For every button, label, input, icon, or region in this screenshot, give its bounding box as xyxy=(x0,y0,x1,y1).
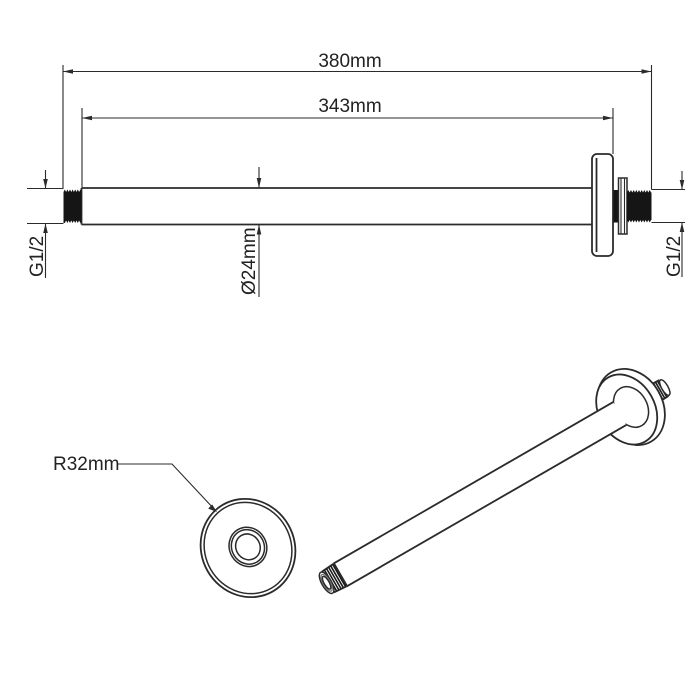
callout-flange-radius: R32mm xyxy=(53,454,217,512)
flange-radius-label: R32mm xyxy=(53,454,120,475)
pipe-diameter-label: Ø24mm xyxy=(239,227,260,295)
dimension-overall-length: 380mm xyxy=(62,51,653,190)
dimension-pipe-diameter: Ø24mm xyxy=(239,167,262,297)
shower-arm-isometric xyxy=(318,368,671,595)
arm-length-label: 343mm xyxy=(318,96,381,117)
thread-right-label: G1/2 xyxy=(664,236,685,277)
isometric-exploded-view: R32mm xyxy=(53,368,671,599)
right-thread-inner xyxy=(613,190,619,223)
overall-length-label: 380mm xyxy=(318,51,381,72)
cover-plate xyxy=(199,497,297,599)
dimension-thread-left: G1/2 xyxy=(27,170,64,278)
left-thread xyxy=(63,189,82,223)
arm-tube xyxy=(333,401,627,588)
right-thread xyxy=(627,190,652,223)
locknut-washer xyxy=(617,177,628,235)
pipe-body xyxy=(80,187,592,226)
orthographic-side-view: 380mm 343mm Ø24mm G1/2 xyxy=(27,51,685,297)
tip-thread xyxy=(318,562,348,595)
dimension-thread-right: G1/2 xyxy=(651,171,685,277)
dimension-arm-length: 343mm xyxy=(81,96,614,188)
thread-left-label: G1/2 xyxy=(27,236,48,277)
flange-side-view xyxy=(591,153,614,257)
